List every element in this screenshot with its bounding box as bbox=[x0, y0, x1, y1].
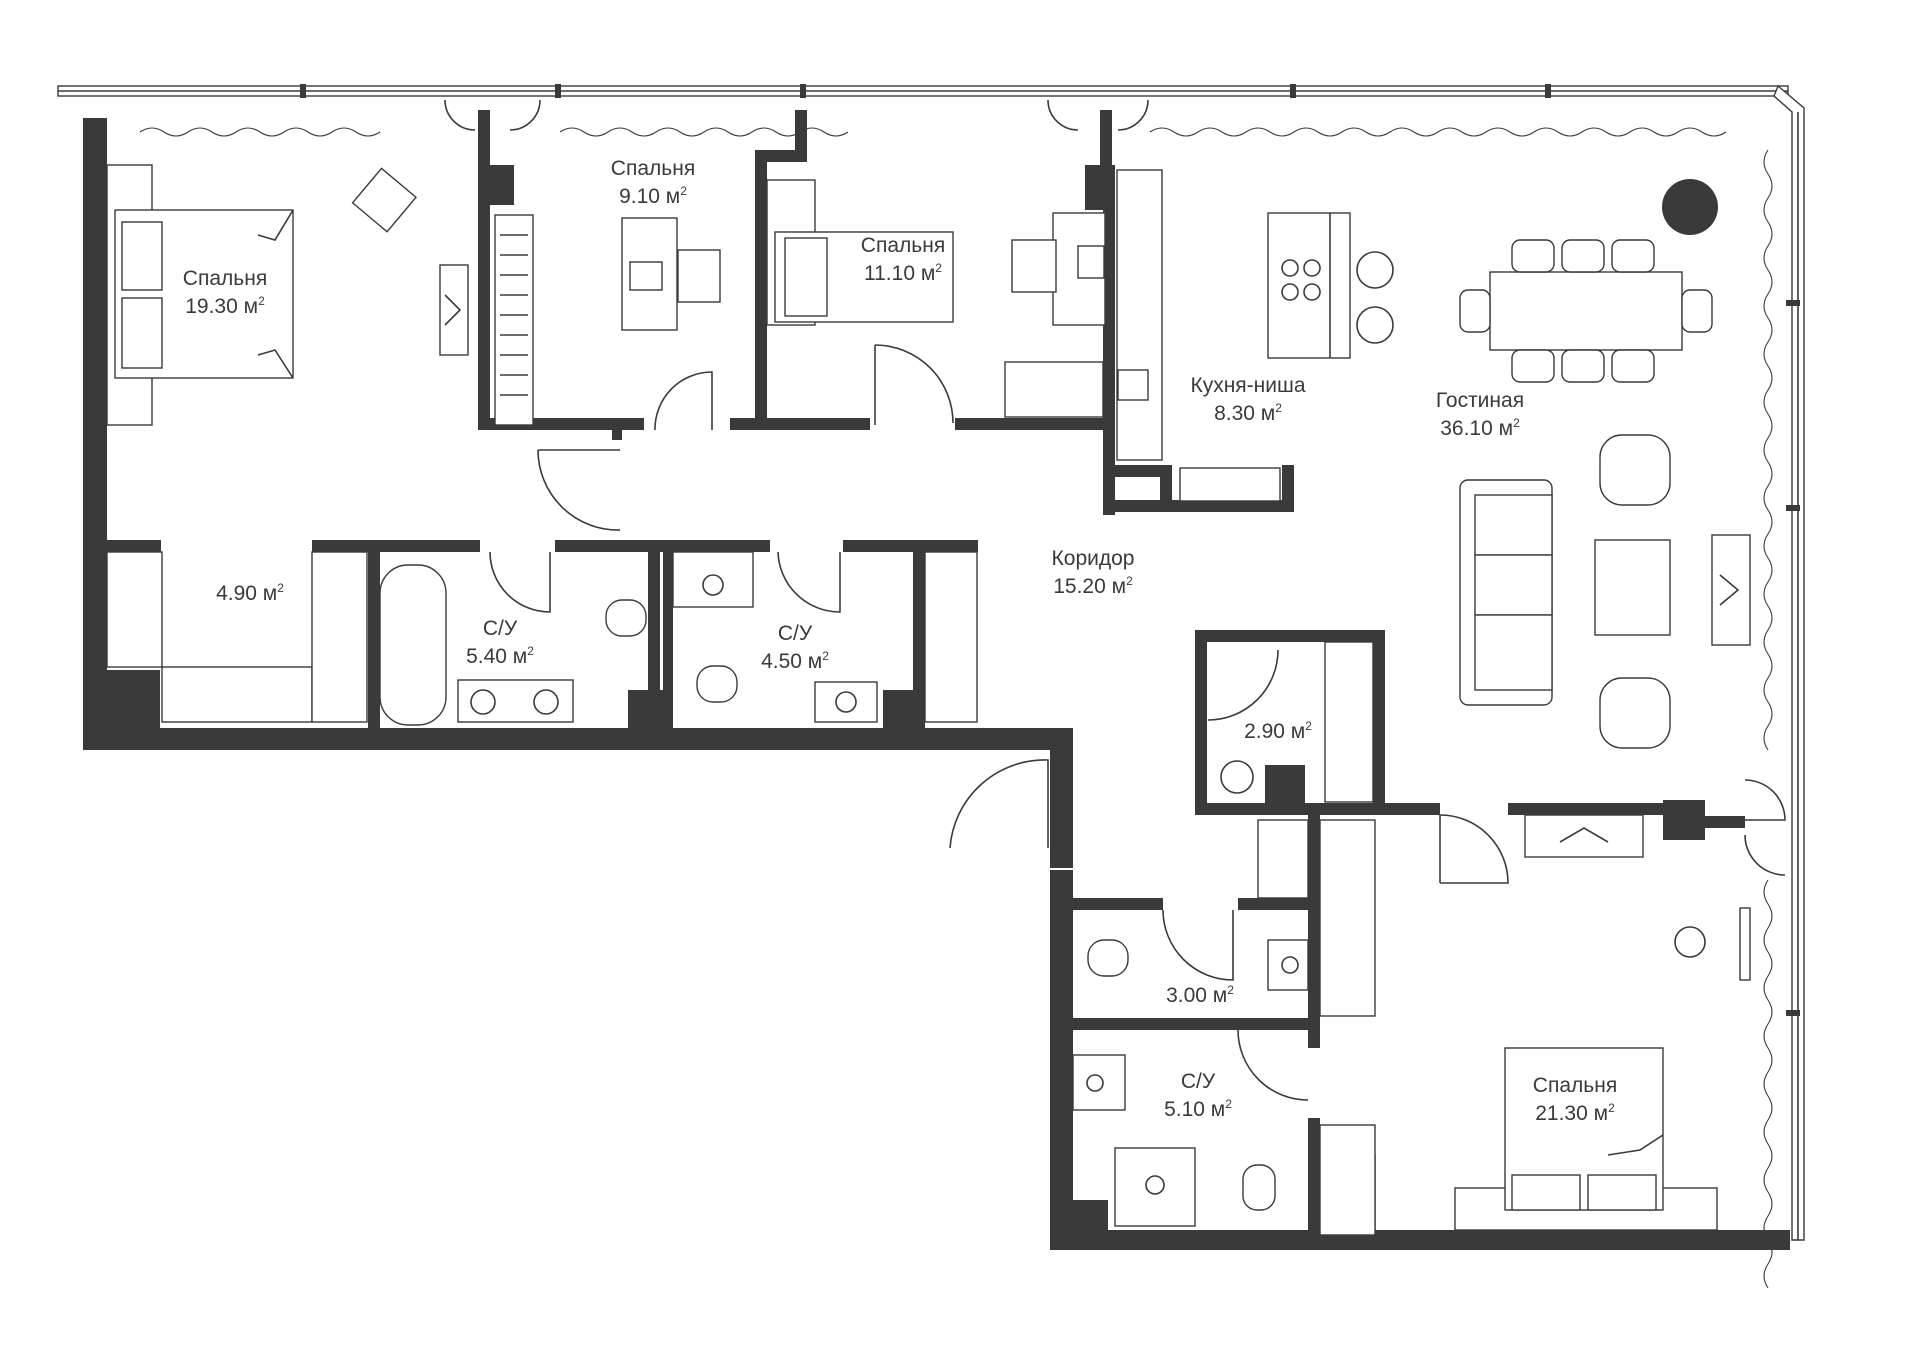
room-name: Спальня bbox=[1532, 1074, 1618, 1097]
wardrobe-bath-fixtures bbox=[106, 551, 978, 726]
room-label-bath-2: С/У 4.50 м2 bbox=[761, 620, 829, 677]
bedroom-1-furniture bbox=[106, 164, 534, 426]
room-area: 4.90 м2 bbox=[216, 581, 284, 605]
room-name: Кухня-ниша bbox=[1190, 374, 1306, 397]
room-label-storage: 2.90 м2 bbox=[1244, 718, 1312, 746]
room-label-bath-1: С/У 5.40 м2 bbox=[466, 615, 534, 672]
room-label-wc: 3.00 м2 bbox=[1166, 982, 1234, 1010]
room-label-living: Гостиная 36.10 м2 bbox=[1436, 387, 1524, 444]
room-area: 21.30 м2 bbox=[1535, 1101, 1615, 1126]
room-area: 9.10 м2 bbox=[619, 184, 687, 209]
living-furniture bbox=[1459, 179, 1751, 749]
room-area: 2.90 м2 bbox=[1244, 719, 1312, 743]
kitchen-furniture bbox=[1004, 169, 1394, 502]
room-label-corridor: Коридор 15.20 м2 bbox=[1052, 545, 1135, 602]
room-area: 19.30 м2 bbox=[185, 294, 265, 319]
doors bbox=[444, 99, 1786, 1101]
walls bbox=[83, 110, 1790, 1250]
room-area: 5.10 м2 bbox=[1164, 1097, 1232, 1122]
room-area: 36.10 м2 bbox=[1440, 416, 1520, 441]
room-name: С/У bbox=[1180, 1070, 1216, 1093]
room-area: 11.10 м2 bbox=[864, 261, 942, 286]
bedroom-3-furniture bbox=[766, 179, 1106, 326]
bedroom-4-wardrobe bbox=[1319, 1124, 1376, 1236]
room-label-kitchen: Кухня-ниша 8.30 м2 bbox=[1190, 372, 1305, 429]
bedroom-2-furniture bbox=[621, 217, 721, 331]
room-label-bedroom-1: Спальня 19.30 м2 bbox=[183, 265, 267, 322]
room-name: С/У bbox=[482, 617, 518, 640]
storage-fixtures bbox=[1220, 641, 1376, 1017]
room-label-wardrobe-1: 4.90 м2 bbox=[216, 580, 284, 608]
room-label-bedroom-4: Спальня 21.30 м2 bbox=[1533, 1072, 1617, 1129]
room-area: 3.00 м2 bbox=[1166, 983, 1234, 1007]
room-area: 8.30 м2 bbox=[1214, 401, 1282, 426]
room-area: 4.50 м2 bbox=[761, 649, 829, 674]
room-name: Спальня bbox=[182, 267, 268, 290]
room-name: Коридор bbox=[1051, 547, 1135, 570]
room-name: Спальня bbox=[860, 234, 946, 257]
bedroom-4-furniture bbox=[1454, 814, 1751, 1231]
room-name: Спальня bbox=[610, 157, 696, 180]
room-area: 5.40 м2 bbox=[466, 644, 534, 669]
room-name: Гостиная bbox=[1435, 389, 1525, 412]
window-glazing bbox=[57, 84, 1805, 1241]
room-name: С/У bbox=[777, 622, 813, 645]
room-label-bedroom-3: Спальня 11.10 м2 bbox=[861, 232, 945, 289]
room-label-bedroom-2: Спальня 9.10 м2 bbox=[611, 155, 695, 212]
room-label-bath-3: С/У 5.10 м2 bbox=[1164, 1068, 1232, 1125]
room-area: 15.20 м2 bbox=[1053, 574, 1133, 599]
